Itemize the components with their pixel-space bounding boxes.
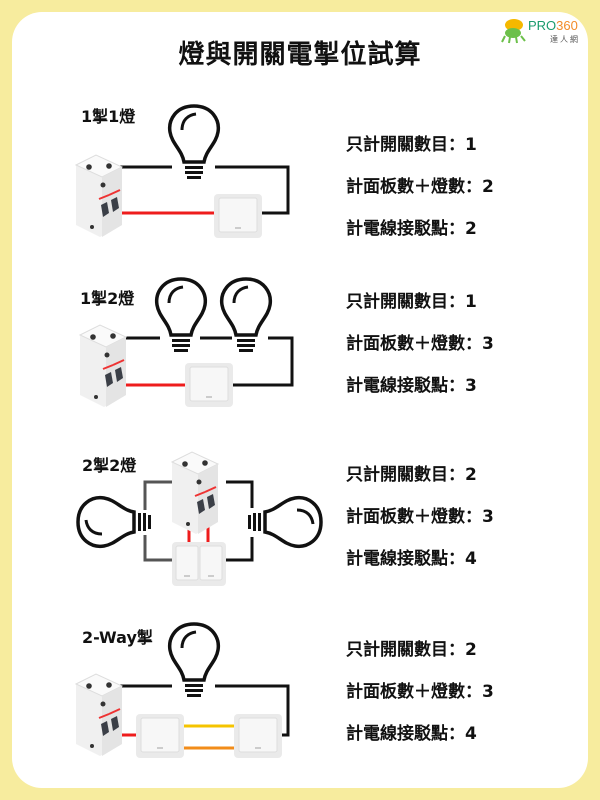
switch-count: 只計開關數目：1: [346, 135, 477, 155]
logo-subtitle: 達人網: [550, 35, 580, 44]
diagram-1-switch-1-light: [75, 104, 290, 239]
light-bulb-icon: [167, 622, 221, 699]
switch-count: 只計開關數目：1: [346, 292, 477, 312]
section-1-label: 1掣1燈: [81, 107, 136, 126]
diagram-3-2-switches-2-lights: [76, 451, 323, 587]
wire-connection-count: 計電線接駁點：4: [346, 724, 477, 744]
panel-light-count: 計面板數＋燈數：3: [346, 682, 494, 702]
section-2-info: 只計開關數目：1 計面板數＋燈數：3 計電線接駁點：3: [346, 292, 494, 418]
section-3-label: 2掣2燈: [82, 456, 137, 475]
wall-switch-icon: [184, 362, 234, 408]
page-title: 燈與開關電掣位試算: [178, 40, 422, 70]
wall-switch-icon: [213, 193, 263, 239]
diagram-4-2-way-switch: [75, 622, 290, 759]
panel-light-count: 計面板數＋燈數：3: [346, 334, 494, 354]
panel-light-count: 計面板數＋燈數：3: [346, 507, 494, 527]
breaker-icon: [79, 324, 127, 408]
wire-connection-count: 計電線接駁點：4: [346, 549, 477, 569]
logo-brand: PRO360: [528, 18, 578, 33]
mascot-icon: [501, 19, 526, 44]
switch-count: 只計開關數目：2: [346, 465, 477, 485]
section-2-label: 1掣2燈: [80, 289, 135, 308]
wall-switch-icon: [135, 713, 185, 759]
breaker-icon: [75, 673, 123, 757]
breaker-icon: [75, 154, 123, 238]
light-bulb-icon: [154, 277, 208, 354]
light-bulb-icon: [219, 277, 273, 354]
section-3-info: 只計開關數目：2 計面板數＋燈數：3 計電線接駁點：4: [346, 465, 494, 591]
diagram-2-switch-2-lights: [79, 277, 294, 408]
double-switch-icon: [171, 541, 227, 587]
wire-connection-count: 計電線接駁點：2: [346, 219, 477, 239]
wall-switch-icon: [233, 713, 283, 759]
breaker-icon: [171, 451, 219, 535]
section-1-info: 只計開關數目：1 計面板數＋燈數：2 計電線接駁點：2: [346, 135, 494, 261]
section-4-info: 只計開關數目：2 計面板數＋燈數：3 計電線接駁點：4: [346, 640, 494, 766]
section-4-label: 2-Way掣: [82, 628, 153, 647]
light-bulb-icon: [246, 495, 323, 549]
switch-count: 只計開關數目：2: [346, 640, 477, 660]
light-bulb-icon: [76, 495, 153, 549]
pro360-logo: PRO360 達人網: [500, 16, 590, 46]
panel-light-count: 計面板數＋燈數：2: [346, 177, 494, 197]
light-bulb-icon: [167, 104, 221, 181]
wire-connection-count: 計電線接駁點：3: [346, 376, 477, 396]
